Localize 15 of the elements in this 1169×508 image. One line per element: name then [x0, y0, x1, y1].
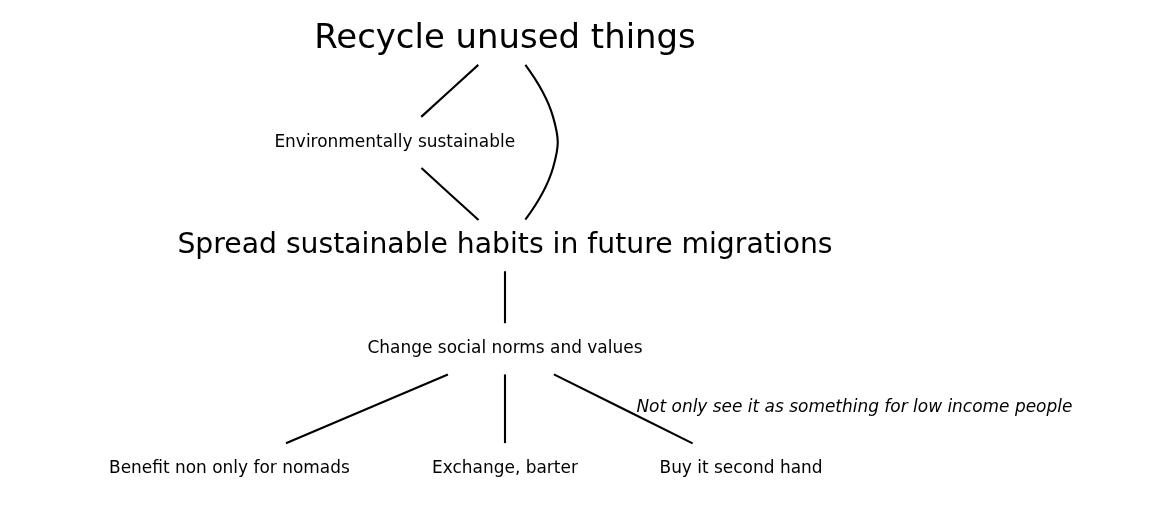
node-text: Benefit non only for nomads [109, 457, 350, 478]
node-text: Recycle unused things [314, 16, 696, 56]
node-text: Buy it second hand [659, 457, 823, 478]
connector [503, 374, 507, 444]
connector [285, 373, 449, 445]
connector [503, 271, 507, 324]
connector [553, 373, 694, 445]
connector [524, 64, 559, 221]
node-text: Exchange, barter [432, 457, 578, 478]
edge-label: Not only see it as something for low income people [636, 395, 1073, 416]
node-text: Environmentally sustainable [274, 130, 516, 151]
connector [420, 64, 480, 118]
connector [420, 167, 480, 221]
node-text: Spread sustainable habits in future migrations [177, 226, 833, 260]
node-text: Change social norms and values [367, 337, 643, 358]
